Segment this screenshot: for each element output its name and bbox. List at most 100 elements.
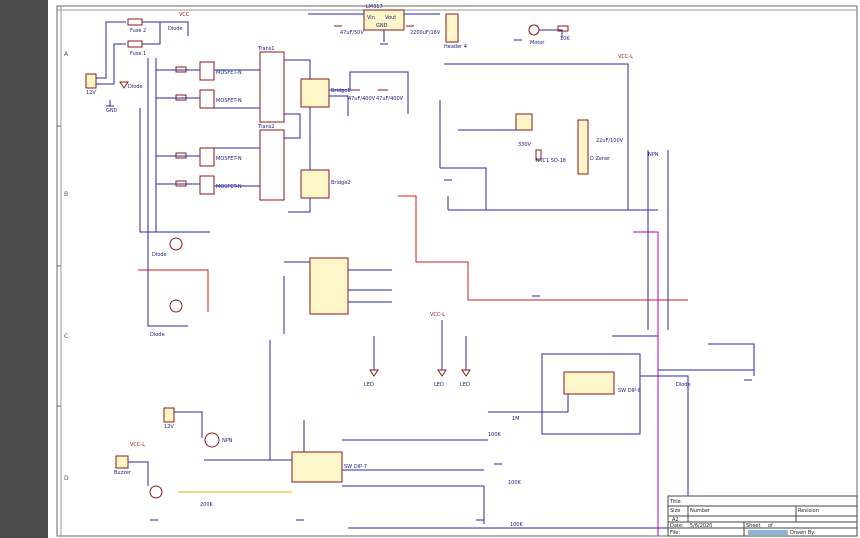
dip8-outline bbox=[541, 353, 641, 435]
transformer-trans1-label: Trans1 bbox=[257, 46, 274, 52]
wire-net-magenta bbox=[633, 231, 659, 536]
zone-row-a: A bbox=[64, 51, 69, 58]
header4-label: Header 4 bbox=[444, 44, 467, 50]
u2-gnd-pin: GND bbox=[376, 23, 388, 29]
buzzer-label: Buzzer bbox=[114, 470, 132, 476]
resistor[interactable] bbox=[175, 66, 187, 73]
wire-net bbox=[488, 394, 569, 413]
led-d17-label: LED bbox=[460, 382, 470, 388]
thermistor-ntc1[interactable] bbox=[535, 149, 542, 161]
transistor-q12[interactable] bbox=[169, 237, 183, 251]
sheet-border bbox=[56, 5, 858, 537]
ic-s2[interactable] bbox=[309, 257, 349, 315]
transistor-q15[interactable] bbox=[204, 432, 220, 448]
u2-vout-pin: Vout bbox=[385, 15, 396, 21]
vcc-l-label: VCC-L bbox=[618, 54, 633, 60]
mosfet-q3-label: MOSFET-N bbox=[216, 156, 242, 162]
wire-net bbox=[147, 232, 188, 327]
led-d16[interactable] bbox=[437, 369, 447, 377]
bridge-rectifier-d3[interactable] bbox=[300, 78, 330, 108]
mosfet-q4-label: MOSFET-N bbox=[216, 184, 242, 190]
sw-dip8-label: SW DIP-8 bbox=[618, 388, 641, 394]
wire-net bbox=[160, 21, 189, 36]
resistor-r56-label: 1M bbox=[512, 416, 520, 422]
wire-net bbox=[440, 167, 487, 210]
schematic-canvas[interactable]: A B C D 12V Fuse 2 Fuse 1 Diode VCC Diod… bbox=[48, 0, 860, 538]
mosfet-q1-label: MOSFET-N bbox=[216, 70, 242, 76]
motor-m1[interactable] bbox=[528, 24, 540, 36]
wire-net bbox=[329, 95, 349, 116]
connector-p1[interactable] bbox=[85, 73, 97, 89]
mosfet-q7[interactable] bbox=[577, 119, 589, 175]
header-p4[interactable] bbox=[445, 13, 459, 43]
diode-d1-label: Diode bbox=[128, 84, 143, 90]
wire-net bbox=[128, 461, 149, 486]
led-d17[interactable] bbox=[461, 369, 471, 377]
wire-net bbox=[174, 411, 203, 438]
wire-net bbox=[96, 21, 126, 79]
p1-voltage-label: 12V bbox=[86, 90, 96, 96]
resistor-r66-label: 200K bbox=[200, 502, 214, 508]
transformer-trans1[interactable] bbox=[259, 51, 285, 123]
transistor-q16[interactable] bbox=[149, 485, 163, 499]
resistor[interactable] bbox=[175, 152, 187, 159]
bridge2-label: Bridge2 bbox=[331, 180, 350, 186]
fuse-f1[interactable] bbox=[127, 18, 143, 26]
led-d15-label: LED bbox=[364, 382, 374, 388]
fuse-f2[interactable] bbox=[127, 40, 143, 48]
wire-net bbox=[640, 375, 689, 520]
title-block-file-label: File: bbox=[670, 530, 680, 536]
resistor-r60-label: 100K bbox=[508, 480, 522, 486]
connector-p4[interactable] bbox=[163, 407, 175, 423]
title-block-file-path-highlight bbox=[748, 530, 788, 535]
title-block-title-label: Title bbox=[669, 499, 681, 505]
diode-d2-label: Diode bbox=[168, 26, 183, 32]
mosfet-q4[interactable] bbox=[199, 175, 215, 195]
capacitor-c5-label: 47uF/400V bbox=[376, 96, 404, 102]
zener-d10-label: D Zener bbox=[590, 156, 611, 162]
wire-net bbox=[284, 59, 311, 213]
resistor-r58-label: 100K bbox=[488, 432, 502, 438]
bridge1-label: Bridge1 bbox=[331, 88, 350, 94]
title-block-revision-label: Revision bbox=[798, 508, 819, 514]
u2-vin-pin: Vin bbox=[367, 15, 375, 21]
diode-d1[interactable] bbox=[119, 81, 129, 89]
led-d16-label: LED bbox=[434, 382, 444, 388]
wire-bus bbox=[139, 108, 210, 233]
led-d15[interactable] bbox=[369, 369, 379, 377]
capacitor-p1-330v[interactable] bbox=[515, 113, 533, 131]
wire-net-red bbox=[398, 195, 688, 301]
resistor-r1[interactable] bbox=[557, 25, 569, 32]
title-block-size-value: A2 bbox=[672, 517, 679, 523]
ground-symbols bbox=[150, 39, 752, 521]
u2-part-label: LM317 bbox=[366, 4, 383, 10]
mosfet-q1[interactable] bbox=[199, 61, 215, 81]
npn-q8-label: NPN bbox=[648, 152, 659, 158]
mosfet-q3[interactable] bbox=[199, 147, 215, 167]
capacitor-c2-label: 2200uF/16V bbox=[410, 30, 441, 36]
switch-sw-dip7[interactable] bbox=[291, 451, 343, 483]
ground-label: GND bbox=[106, 108, 118, 114]
buzzer-ls1[interactable] bbox=[115, 455, 129, 469]
npn-q15-label: NPN bbox=[222, 438, 233, 444]
viewer-left-panel bbox=[0, 0, 48, 538]
ntc-label: NTC1 5D-18 bbox=[536, 158, 566, 164]
vcc-l-label-3: VCC-L bbox=[130, 442, 145, 448]
zone-row-c: C bbox=[64, 333, 68, 340]
mosfet-q2[interactable] bbox=[199, 89, 215, 109]
diode-d22-label: Diode bbox=[676, 382, 691, 388]
fuse-f1-label: Fuse 2 bbox=[130, 28, 146, 34]
vcc-l-label-2: VCC-L bbox=[430, 312, 445, 318]
transistor-q13[interactable] bbox=[169, 299, 183, 313]
resistor[interactable] bbox=[175, 94, 187, 101]
bridge-rectifier-d12[interactable] bbox=[300, 169, 330, 199]
schematic-sheet[interactable]: A B C D 12V Fuse 2 Fuse 1 Diode VCC Diod… bbox=[48, 0, 860, 538]
p4-voltage-label: 12V bbox=[164, 424, 174, 430]
title-block-number-label: Number bbox=[690, 508, 711, 514]
transformer-trans2[interactable] bbox=[259, 129, 285, 201]
mosfet-q2-label: MOSFET-N bbox=[216, 98, 242, 104]
title-block-date-value: 5/6/2020 bbox=[690, 523, 712, 529]
resistor[interactable] bbox=[175, 180, 187, 187]
switch-sw-dip8[interactable] bbox=[563, 371, 615, 395]
resistor-r62-label: 100K bbox=[510, 522, 524, 528]
